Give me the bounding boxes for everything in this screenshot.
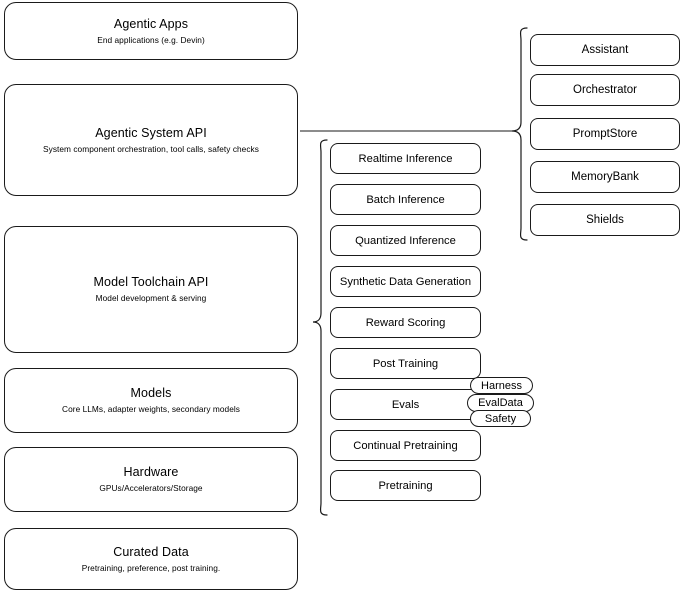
system-component-label: PromptStore (572, 128, 638, 140)
eval-pill-label: Harness (481, 379, 522, 392)
layer-title: Curated Data (113, 544, 189, 559)
eval-pill-harness[interactable]: Harness (470, 377, 533, 394)
toolchain-item-label: Reward Scoring (365, 316, 446, 329)
toolchain-item-realtime-inference[interactable]: Realtime Inference (330, 143, 481, 174)
toolchain-item-reward-scoring[interactable]: Reward Scoring (330, 307, 481, 338)
layer-agentic-apps[interactable]: Agentic Apps End applications (e.g. Devi… (4, 2, 298, 60)
toolchain-item-label: Batch Inference (366, 193, 445, 206)
layer-subtitle: Model development & serving (95, 293, 207, 303)
layer-models[interactable]: Models Core LLMs, adapter weights, secon… (4, 368, 298, 433)
system-component-label: Orchestrator (573, 84, 637, 96)
toolchain-item-evals[interactable]: Evals (330, 389, 481, 420)
layer-hardware[interactable]: Hardware GPUs/Accelerators/Storage (4, 447, 298, 512)
right-brace (511, 27, 528, 241)
layer-model-toolchain-api[interactable]: Model Toolchain API Model development & … (4, 226, 298, 353)
system-component-label: MemoryBank (571, 171, 639, 183)
toolchain-item-label: Realtime Inference (358, 152, 453, 165)
system-component-label: Assistant (581, 44, 629, 56)
toolchain-item-post-training[interactable]: Post Training (330, 348, 481, 379)
layer-curated-data[interactable]: Curated Data Pretraining, preference, po… (4, 528, 298, 590)
layer-title: Agentic Apps (113, 16, 189, 31)
layer-title: Agentic System API (95, 125, 207, 140)
layer-subtitle: Core LLMs, adapter weights, secondary mo… (62, 404, 240, 414)
middle-brace (312, 139, 328, 516)
layer-title: Models (130, 386, 172, 400)
layer-agentic-system-api[interactable]: Agentic System API System component orch… (4, 84, 298, 196)
eval-pill-safety[interactable]: Safety (470, 410, 531, 427)
system-component-orchestrator[interactable]: Orchestrator (530, 74, 680, 106)
toolchain-item-pretraining[interactable]: Pretraining (330, 470, 481, 501)
system-component-label: Shields (586, 214, 624, 226)
layer-subtitle: End applications (e.g. Devin) (97, 34, 205, 45)
toolchain-item-label: Pretraining (378, 479, 433, 492)
eval-pill-label: Safety (484, 412, 517, 425)
system-component-assistant[interactable]: Assistant (530, 34, 680, 66)
layer-subtitle: System component orchestration, tool cal… (43, 143, 259, 154)
layer-title: Hardware (123, 465, 179, 479)
toolchain-item-label: Evals (391, 398, 420, 411)
toolchain-item-batch-inference[interactable]: Batch Inference (330, 184, 481, 215)
toolchain-item-label: Synthetic Data Generation (339, 275, 472, 288)
layer-subtitle: Pretraining, preference, post training. (81, 562, 221, 573)
system-component-promptstore[interactable]: PromptStore (530, 118, 680, 150)
system-component-shields[interactable]: Shields (530, 204, 680, 236)
toolchain-item-label: Continual Pretraining (353, 439, 458, 452)
system-component-memorybank[interactable]: MemoryBank (530, 161, 680, 193)
toolchain-item-label: Quantized Inference (355, 234, 456, 247)
layer-title: Model Toolchain API (93, 275, 209, 289)
eval-pill-label: EvalData (478, 397, 523, 409)
toolchain-item-continual-pretraining[interactable]: Continual Pretraining (330, 430, 481, 461)
layer-subtitle: GPUs/Accelerators/Storage (99, 483, 203, 493)
toolchain-item-quantized-inference[interactable]: Quantized Inference (330, 225, 481, 256)
toolchain-item-label: Post Training (372, 357, 439, 370)
toolchain-item-synthetic-data-generation[interactable]: Synthetic Data Generation (330, 266, 481, 297)
